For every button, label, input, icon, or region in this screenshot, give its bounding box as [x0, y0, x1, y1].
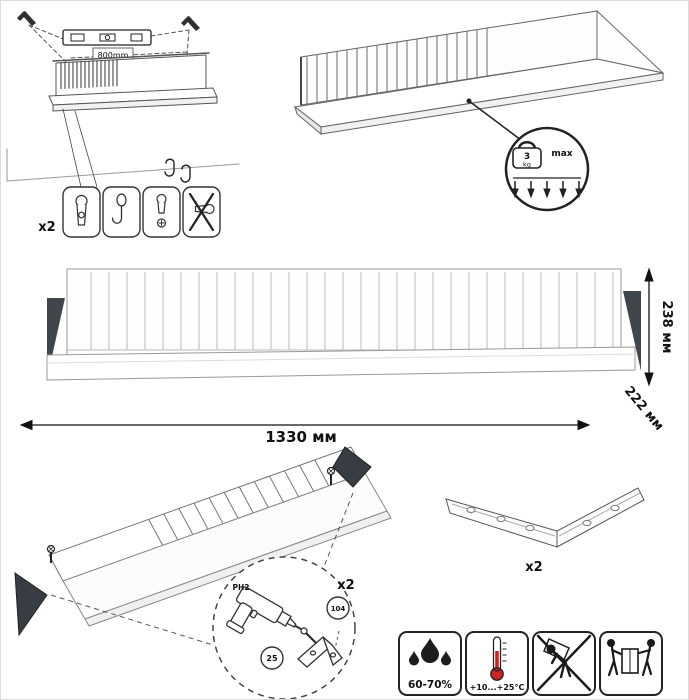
temperature-label: +10...+25°C	[470, 683, 525, 692]
shelf-board-edge-line	[46, 353, 636, 364]
callout-dashed-leaders	[50, 492, 354, 646]
screw-icon	[46, 544, 56, 563]
width-dimension-arrow	[19, 419, 591, 431]
screw-icon	[326, 466, 336, 485]
shelf-slats	[60, 59, 118, 90]
humidity-label: 60-70%	[408, 679, 453, 691]
eye-hook-icon	[111, 193, 127, 224]
right-bracket	[332, 446, 372, 488]
drill-icon	[226, 586, 302, 635]
panel-slats	[90, 272, 614, 350]
depth-dimension-label: 222 мм	[621, 384, 667, 434]
left-bracket	[14, 572, 48, 637]
weight-icon	[512, 141, 542, 169]
hanger-quantity-label: x2	[38, 220, 55, 235]
no-single-person-carry-icon	[536, 634, 592, 692]
bracket-left-arm	[445, 498, 558, 548]
thermometer-icon	[490, 636, 507, 681]
shelf-small-view	[48, 52, 218, 112]
humidity-box	[398, 631, 462, 696]
bracket-quantity-label: x2	[525, 560, 542, 575]
shelf-assembly-view: PH2 x2 104 25	[14, 446, 392, 699]
width-dimension-label: 1330 мм	[265, 428, 337, 446]
mounting-pin-icon	[17, 11, 36, 26]
spirit-level-icon	[62, 29, 152, 46]
right-bracket	[623, 291, 641, 371]
hanger-orientation-icon	[156, 193, 167, 228]
hanger-hook-icon	[164, 158, 191, 183]
cross-icon	[536, 634, 592, 692]
shelf-board	[46, 346, 636, 381]
height-dimension-label: 238 мм	[659, 301, 674, 354]
keyhole-hanger-icon	[75, 194, 88, 226]
shelf-board-lip	[84, 510, 392, 627]
wall-corner-lines	[6, 148, 240, 182]
panel-slats	[148, 459, 330, 546]
screw-icon	[300, 627, 317, 644]
callout-line	[468, 100, 526, 144]
bracket-detail-view: x2	[445, 487, 645, 575]
panel-slats	[306, 28, 488, 105]
wrong-mounting-icon	[188, 192, 215, 232]
shelf-front-view: 1330 мм 238 мм 222 мм	[19, 267, 674, 446]
bracket-in-callout	[297, 636, 343, 668]
part-callout-circle	[260, 646, 284, 670]
spacing-dimension-label: 800mm	[98, 51, 129, 60]
condition-icons: 60-70% +10...+25°C	[398, 631, 663, 696]
load-direction-arrows	[511, 177, 583, 199]
two-person-carry-icon	[607, 639, 655, 677]
bit-label: PH2	[233, 583, 250, 592]
part-25-label: 25	[266, 654, 278, 663]
load-unit-label: kg	[523, 161, 531, 169]
bracket-holes	[466, 504, 620, 532]
part-104-label: 104	[331, 605, 346, 613]
humidity-drops-icon	[409, 638, 451, 666]
mounting-pin-icon	[181, 16, 200, 31]
leader-lines	[62, 108, 98, 188]
assembly-quantity-label: x2	[337, 578, 354, 593]
bracket-right-arm	[556, 487, 645, 548]
height-dimension-arrow	[644, 267, 654, 387]
load-max-label: max	[551, 149, 572, 159]
back-panel	[66, 268, 622, 362]
part-callout-circle	[326, 596, 350, 620]
load-value-label: 3	[524, 152, 530, 162]
shelf-board-left	[294, 105, 322, 136]
alignment-dashed-lines	[28, 24, 190, 64]
wall-mounting-diagram: 800mm x2	[6, 11, 240, 238]
shelf-3d-view: 3 kg max	[293, 9, 665, 212]
cross-icon	[188, 192, 215, 232]
